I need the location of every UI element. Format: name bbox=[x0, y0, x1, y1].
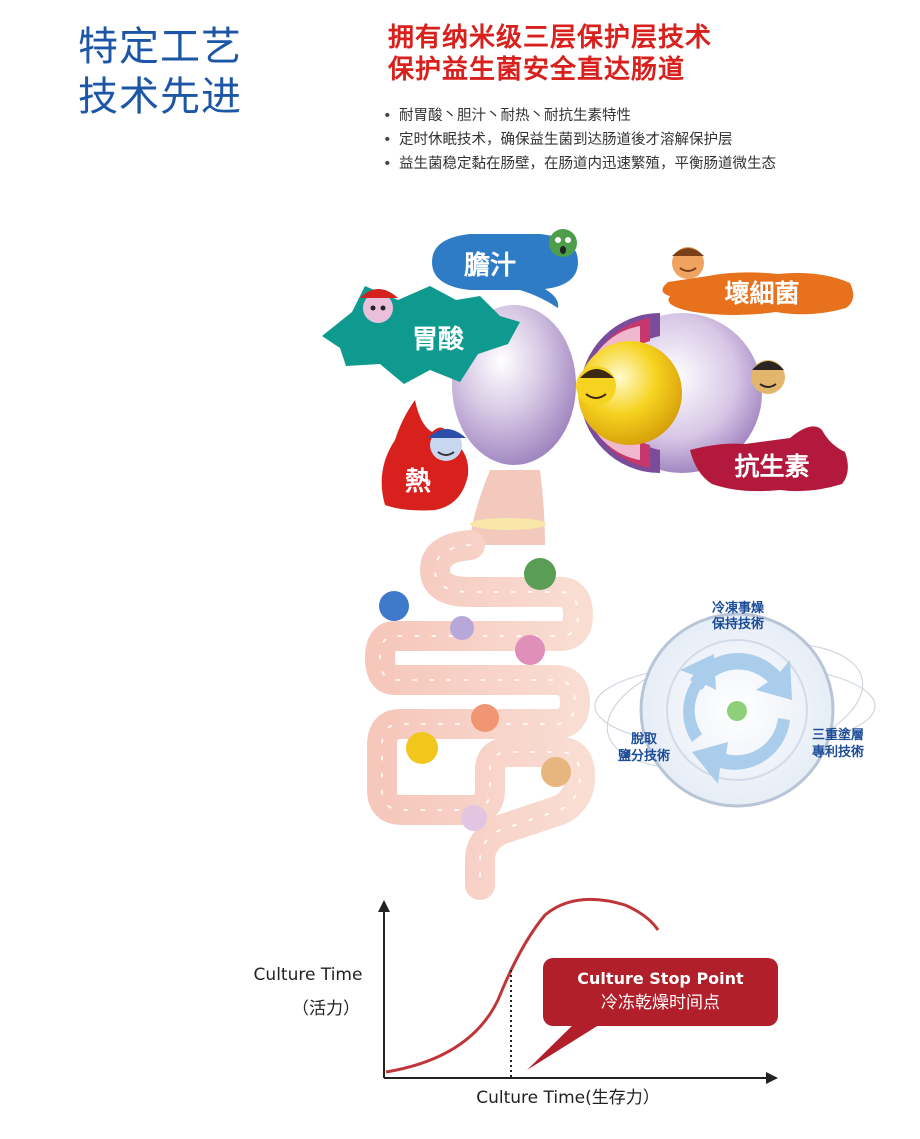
antibiotic-bubble: 抗生素 bbox=[690, 426, 848, 492]
headline-right-line2: 保护益生菌安全直达肠道 bbox=[388, 55, 686, 85]
callout-title: Culture Stop Point bbox=[577, 969, 744, 988]
wheel-top-line2: 保持技術 bbox=[711, 616, 764, 632]
feature-item: 定时休眠技术，确保益生菌到达肠道後才溶解保护层 bbox=[383, 128, 776, 152]
bacteria-characters bbox=[360, 229, 785, 831]
callout-subtitle: 冷冻乾燥时间点 bbox=[601, 993, 720, 1013]
y-axis-arrow bbox=[378, 900, 390, 912]
brown-bacteria-character bbox=[751, 360, 785, 394]
green-bacteria-character bbox=[549, 229, 577, 257]
wheel-right-line1: 三重塗層 bbox=[812, 727, 864, 743]
wheel-left-line1: 脫取 bbox=[631, 732, 658, 747]
intestine-bacteria-5 bbox=[471, 704, 499, 732]
wheel-left-line2: 鹽分技術 bbox=[618, 748, 670, 764]
feature-item: 耐胃酸丶胆汁丶耐热丶耐抗生素特性 bbox=[383, 104, 776, 128]
antibiotic-label: 抗生素 bbox=[734, 452, 809, 481]
blue-cap-bacteria-character bbox=[428, 429, 466, 461]
feature-list: 耐胃酸丶胆汁丶耐热丶耐抗生素特性 定时休眠技术，确保益生菌到达肠道後才溶解保护层… bbox=[383, 104, 776, 176]
y-axis-label-line1: Culture Time bbox=[254, 965, 363, 985]
intestine-bacteria-6 bbox=[406, 732, 438, 764]
stomach-acid-label: 胃酸 bbox=[412, 325, 465, 355]
headline-left-line2: 技术先进 bbox=[78, 74, 242, 120]
wheel-top-line1: 冷凍事燥 bbox=[712, 600, 765, 616]
bad-bacteria-label: 壞細菌 bbox=[724, 279, 799, 308]
x-axis-arrow bbox=[766, 1072, 778, 1084]
headline-left: 特定工艺 技术先进 bbox=[78, 22, 242, 122]
growth-curve bbox=[385, 897, 660, 1074]
yellow-bacteria-character bbox=[576, 366, 616, 406]
intestine-bacteria-1 bbox=[524, 558, 556, 590]
headline-right: 拥有纳米级三层保护层技术 保护益生菌安全直达肠道 bbox=[388, 22, 712, 86]
y-axis-label-line2: （活力） bbox=[292, 999, 360, 1019]
technology-wheel: 冷凍事燥 保持技術 脫取 鹽分技術 三重塗層 專利技術 bbox=[594, 600, 876, 808]
bile-bubble: 膽汁 bbox=[432, 234, 578, 308]
heat-bubble: 熱 bbox=[381, 400, 469, 511]
headline-right-line1: 拥有纳米级三层保护层技术 bbox=[388, 23, 713, 53]
intestine-organ bbox=[365, 530, 595, 900]
intestine-bacteria-4 bbox=[515, 635, 545, 665]
feature-item: 益生菌稳定黏在肠壁，在肠道内迅速繁殖，平衡肠道微生态 bbox=[383, 152, 776, 176]
intestine-bacteria-8 bbox=[461, 805, 487, 831]
intestine-bacteria-2 bbox=[379, 591, 409, 621]
x-axis-label: Culture Time(生存力） bbox=[476, 1088, 660, 1108]
orange-bacteria-character bbox=[672, 247, 704, 279]
heat-label: 熱 bbox=[405, 467, 431, 497]
bile-label: 膽汁 bbox=[463, 250, 516, 281]
intestine-bacteria-7 bbox=[541, 757, 571, 787]
wheel-right-line2: 專利技術 bbox=[812, 744, 864, 760]
growth-chart: Culture Time （活力） Culture Time(生存力） bbox=[254, 897, 778, 1108]
probiotic-capsule bbox=[578, 313, 762, 473]
bad-bacteria-bubble: 壞細菌 bbox=[662, 272, 854, 315]
pink-bacteria-character bbox=[360, 289, 398, 323]
intestine-bacteria-3 bbox=[450, 616, 474, 640]
headline-left-line1: 特定工艺 bbox=[78, 24, 242, 70]
callout-pointer bbox=[527, 1018, 610, 1070]
stop-point-callout: Culture Stop Point 冷冻乾燥时间点 bbox=[543, 958, 778, 1026]
